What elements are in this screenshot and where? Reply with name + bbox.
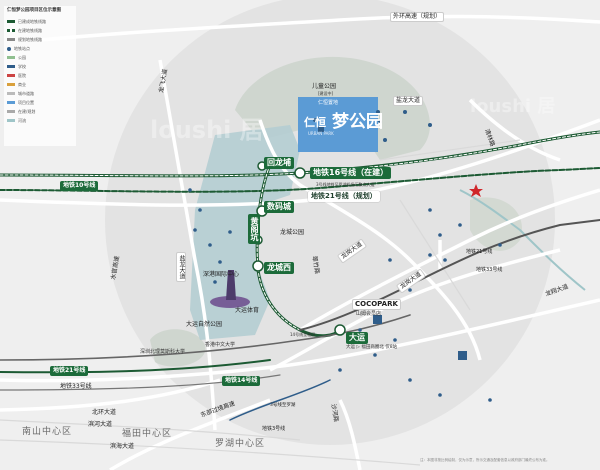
metro-label-line33-east: 地铁33号线 xyxy=(476,267,503,273)
road-longping: 盐龙大道 xyxy=(176,252,186,282)
legend-row: 商业 xyxy=(7,81,46,88)
legend-row: 项目位置 xyxy=(7,99,46,106)
place-cuhk: 香港中文大学 xyxy=(205,342,236,348)
legend-row: 规划地铁线路 xyxy=(7,36,46,43)
metro-label-line16: 地铁16号线（在建） xyxy=(310,167,392,179)
station-dayun: 大运 xyxy=(346,332,368,344)
legend-row: 公园 xyxy=(7,54,46,61)
legend-row: 在建/规划 xyxy=(7,108,46,115)
legend-row: 城市道路 xyxy=(7,90,46,97)
green-hill-3 xyxy=(150,329,206,367)
place-cocopark: COCOPARK xyxy=(352,299,401,310)
metro-note-line16: 3号线地铁至罗湖机场汇聚点大运 xyxy=(316,182,375,187)
metro-label-line10: 地铁10号线 xyxy=(60,181,99,191)
metro-label-line33: 地铁33号线 xyxy=(60,383,92,390)
place-dayun-park: 大运自然公园 xyxy=(186,321,223,328)
legend-swatch xyxy=(7,38,15,41)
project-block xyxy=(298,97,378,152)
project-area xyxy=(190,125,300,340)
legend-row: 地铁站点 xyxy=(7,45,46,52)
metro-label-line14: 地铁14号线 xyxy=(222,376,261,386)
legend-swatch xyxy=(7,74,15,77)
legend-swatch xyxy=(7,83,15,86)
station-huanggeng: 黄阁坑 xyxy=(248,214,260,244)
roads xyxy=(0,14,600,470)
road-outer-ring: 外环高速（规划） xyxy=(390,12,445,22)
legend-swatch xyxy=(7,29,15,32)
project-brand: 仁恒 xyxy=(304,116,326,129)
star-marker xyxy=(469,184,483,197)
legend-row: 河流 xyxy=(7,117,46,124)
road-binhe: 滨河大道 xyxy=(88,421,113,428)
project-name-en: URBAN PARK xyxy=(308,131,334,136)
station-huilong: 回龙埔 xyxy=(264,157,294,169)
metro-label-line3-luohu: 3号线至罗湖 xyxy=(270,403,296,408)
legend-swatch xyxy=(7,101,15,104)
place-sams: 山姆会员店 xyxy=(356,311,382,317)
legend-title: 仁恒梦公园项目区位示意图 xyxy=(7,8,61,13)
footer-note: 注：本图非按比例绘制，仅为示意，所示交通及配套信息以政府部门最终公布为准。 xyxy=(420,458,550,462)
project-brand-small: 仁恒置地 xyxy=(318,100,339,106)
watermark: loushi 居 xyxy=(150,116,264,144)
legend-row: 学校 xyxy=(7,63,46,70)
place-longcheng-park: 龙城公园 xyxy=(280,229,305,236)
legend-swatch xyxy=(7,46,11,51)
station-shuma: 数码城 xyxy=(264,201,294,213)
legend-swatch xyxy=(7,92,15,95)
metro-label-line3: 地铁3号线 xyxy=(262,426,286,432)
legend-swatch xyxy=(7,119,15,122)
watermark: loushi 居 xyxy=(470,96,556,117)
legend-list: 已建成地铁线路 在建地铁线路 规划地铁线路 地铁站点 公园 学校 医院 商业 城… xyxy=(7,18,46,124)
place-russian-uni: 深圳北理莫斯科大学 xyxy=(140,349,186,355)
legend-swatch xyxy=(7,65,15,68)
legend-row: 已建成地铁线路 xyxy=(7,18,46,25)
place-shenzhen-intl: 深港国际中心 xyxy=(203,271,240,278)
metro-label-line21b: 地铁21号线 xyxy=(50,366,89,376)
legend-swatch xyxy=(7,20,15,23)
place-dayun-landmark: 大运体育 xyxy=(235,307,260,314)
legend-swatch xyxy=(7,110,15,113)
road-yanlong: 盐龙大道 xyxy=(393,96,424,106)
dayun-note: 大运 ▷ 福田商圈北 仅8站 xyxy=(346,345,398,350)
metro-label-line14-futian: 14号线至福田 xyxy=(290,332,316,337)
legend-row: 医院 xyxy=(7,72,46,79)
district-luohu: 罗湖中心区 xyxy=(215,439,266,449)
project-name: 梦公园 xyxy=(332,112,383,132)
dayun-landmark xyxy=(210,296,250,308)
green-hill-2 xyxy=(470,197,522,251)
station-longcheng: 龙城西 xyxy=(264,262,294,274)
district-nanshan: 南山中心区 xyxy=(22,427,73,437)
place-children-park: 儿童公园 xyxy=(312,83,337,90)
road-binhai: 滨海大道 xyxy=(110,443,135,450)
legend-row: 在建地铁线路 xyxy=(7,27,46,34)
road-beihuan: 北环大道 xyxy=(92,409,117,416)
metro-label-line21-east: 地铁21号线 xyxy=(466,249,493,255)
legend-swatch xyxy=(7,56,15,59)
place-children-park-sub: [建设中] xyxy=(318,91,334,96)
metro-label-line21: 地铁21号线（规划） xyxy=(308,191,380,202)
district-futian: 福田中心区 xyxy=(122,429,173,439)
